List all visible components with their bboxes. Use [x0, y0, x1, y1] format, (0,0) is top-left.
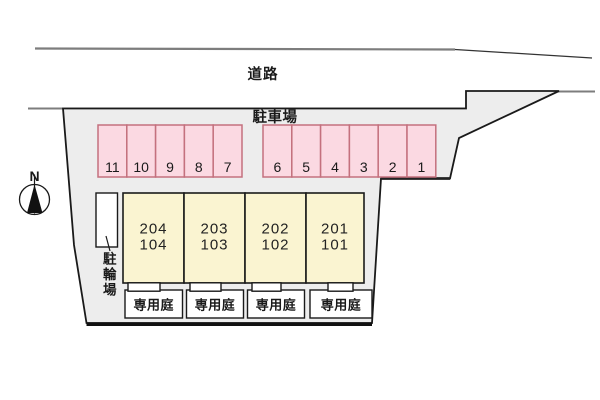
building-units: [122, 192, 365, 284]
garden-boxes: [124, 282, 373, 319]
north-arrow-icon: [27, 184, 43, 213]
road-top-edge-slope: [454, 48, 593, 59]
building-unit-203: [183, 192, 246, 284]
building-unit-201: [305, 192, 365, 284]
road-top-edge: [34, 47, 456, 51]
parking-stall-10: [126, 124, 157, 178]
parking-stall-9: [154, 124, 186, 178]
parking-stall-3: [348, 124, 379, 178]
parking-stall-2: [377, 124, 408, 178]
garden-box-1: [124, 289, 184, 319]
garden-box-3: [246, 289, 306, 319]
parking-stall-6: [262, 124, 293, 178]
garden-box-4: [309, 289, 373, 319]
porch-2: [189, 282, 222, 292]
parking-stall-4: [319, 124, 351, 178]
parking-stall-5: [291, 124, 322, 178]
porch-3: [251, 282, 282, 292]
parking-stall-8: [183, 124, 214, 178]
garden-box-2: [185, 289, 245, 319]
building-unit-202: [244, 192, 307, 284]
bicycle-parking-area: [95, 192, 119, 248]
parking-stall-7: [212, 124, 243, 178]
porch-4: [327, 282, 354, 292]
north-compass-icon: [18, 174, 51, 216]
building-unit-204: [122, 192, 185, 284]
parking-stall-11: [97, 124, 128, 178]
bicycle-leader-line: [105, 235, 111, 252]
porch-1: [127, 282, 161, 292]
parking-stalls: [97, 124, 437, 178]
parking-stall-1: [406, 124, 437, 178]
